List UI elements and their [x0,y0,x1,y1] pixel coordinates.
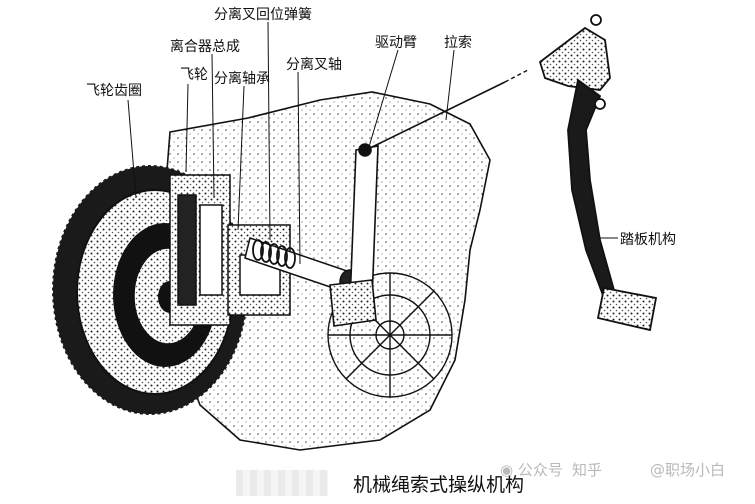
wechat-icon: ◉ [500,461,513,479]
caption: 机械绳索式操纵机构 [353,470,524,497]
label-clutch-assembly: 离合器总成 [170,36,240,56]
pedal-mechanism-shape [540,15,656,330]
label-flywheel: 飞轮 [180,64,208,84]
label-fork-return-spring: 分离叉回位弹簧 [214,4,312,24]
label-cable: 拉索 [444,32,472,52]
label-flywheel-ring-gear: 飞轮齿圈 [86,80,142,100]
label-pedal-mechanism: 踏板机构 [620,229,676,249]
label-release-bearing: 分离轴承 [214,68,270,88]
watermark-wechat: ◉ 公众号 [500,459,563,480]
blurred-watermark [236,470,328,496]
watermark-prefix: 公众号 [518,461,563,479]
label-fork-shaft: 分离叉轴 [286,54,342,74]
label-drive-arm: 驱动臂 [375,32,417,52]
watermark-site: 知乎 [572,459,602,480]
watermark-handle: @职场小白 [650,459,725,480]
